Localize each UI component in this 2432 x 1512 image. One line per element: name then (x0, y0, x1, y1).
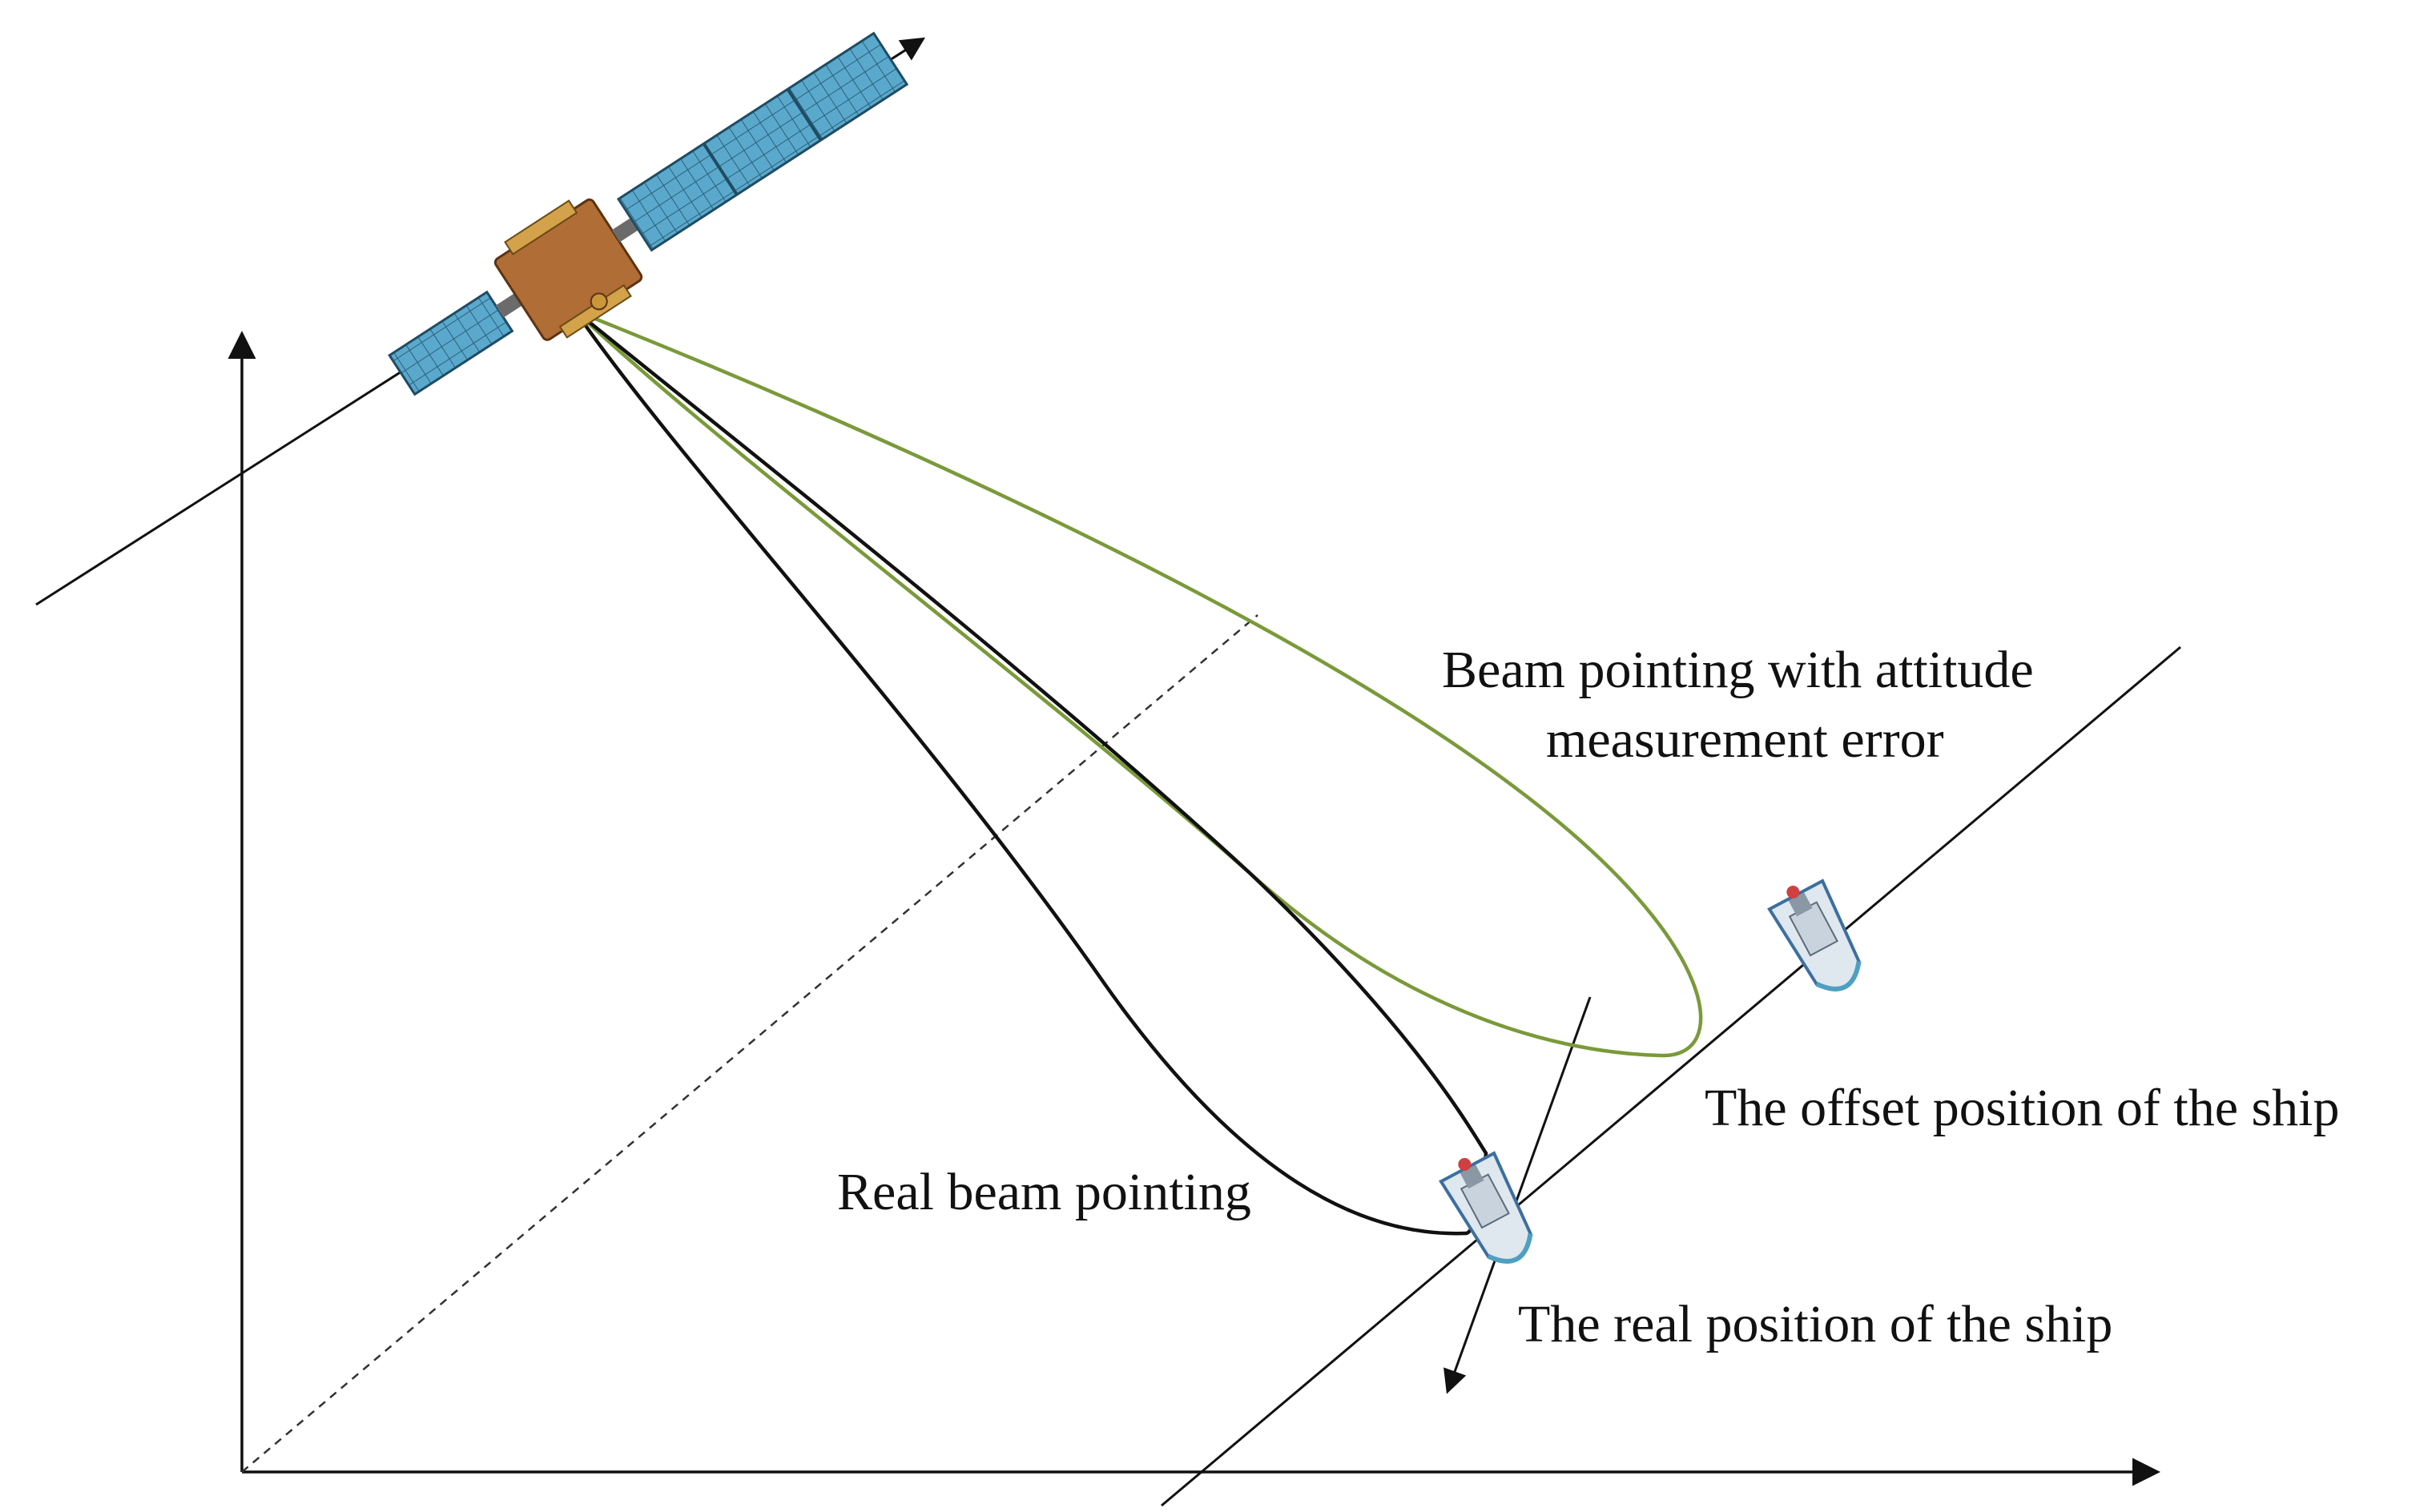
real-beam-label: Real beam pointing (837, 1163, 1251, 1221)
error-beam-lobe (574, 308, 1703, 1058)
dashed-projection-line (241, 614, 1258, 1473)
satellite-icon (388, 31, 909, 396)
real-position-label: The real position of the ship (1518, 1295, 2112, 1353)
ship-real-icon (1439, 1151, 1533, 1264)
ship-heading-arrow (1443, 996, 1592, 1394)
beam-error-label-line1: Beam pointing with attitude (1442, 641, 2034, 699)
ship-track-line (1161, 645, 2181, 1507)
real-beam-lobe (574, 309, 1488, 1236)
offset-position-label: The offset position of the ship (1705, 1079, 2340, 1137)
ship-offset-icon (1767, 879, 1862, 991)
beam-error-label-line2: measurement error (1546, 710, 1944, 769)
